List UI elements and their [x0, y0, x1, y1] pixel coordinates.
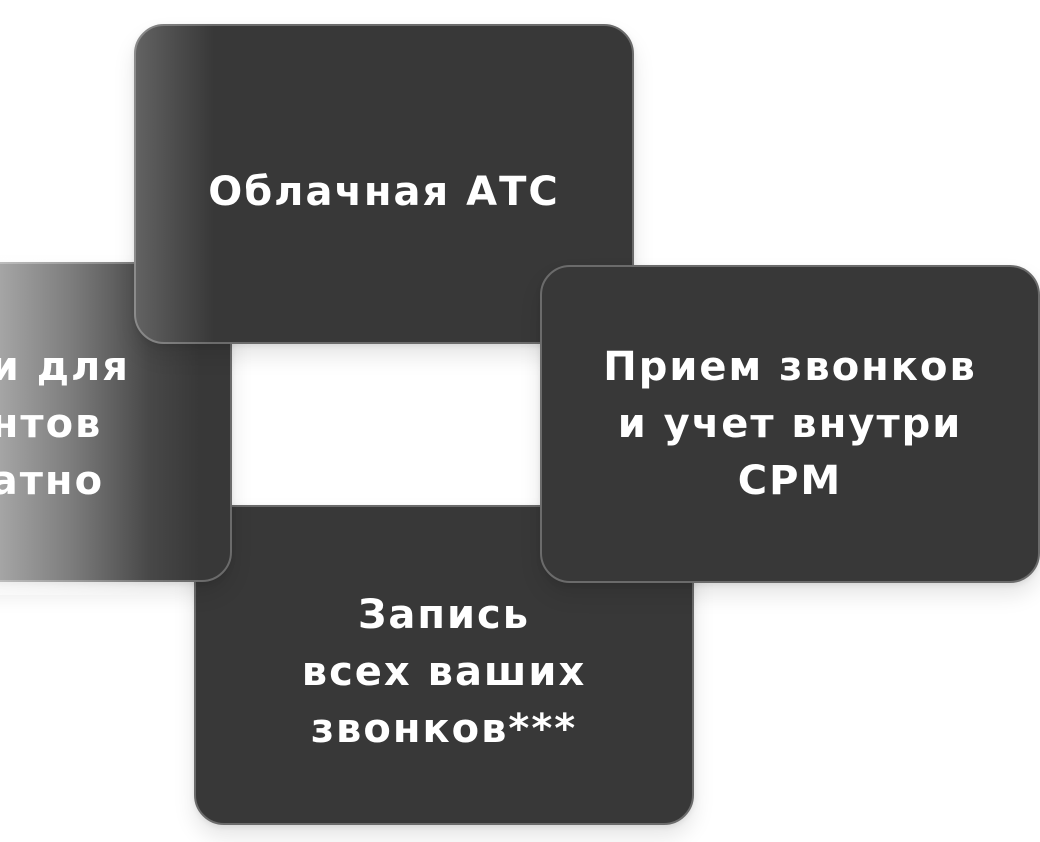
- feature-card-call-handling-crm: Прием звонков и учет внутри СРМ: [540, 265, 1040, 583]
- feature-card-label: и для нтов атно: [0, 343, 130, 504]
- feature-card-label: Облачная АТС: [208, 169, 560, 215]
- feature-card-label: Запись всех ваших звонков***: [301, 592, 587, 752]
- feature-card-label: Прием звонков и учет внутри СРМ: [603, 343, 977, 504]
